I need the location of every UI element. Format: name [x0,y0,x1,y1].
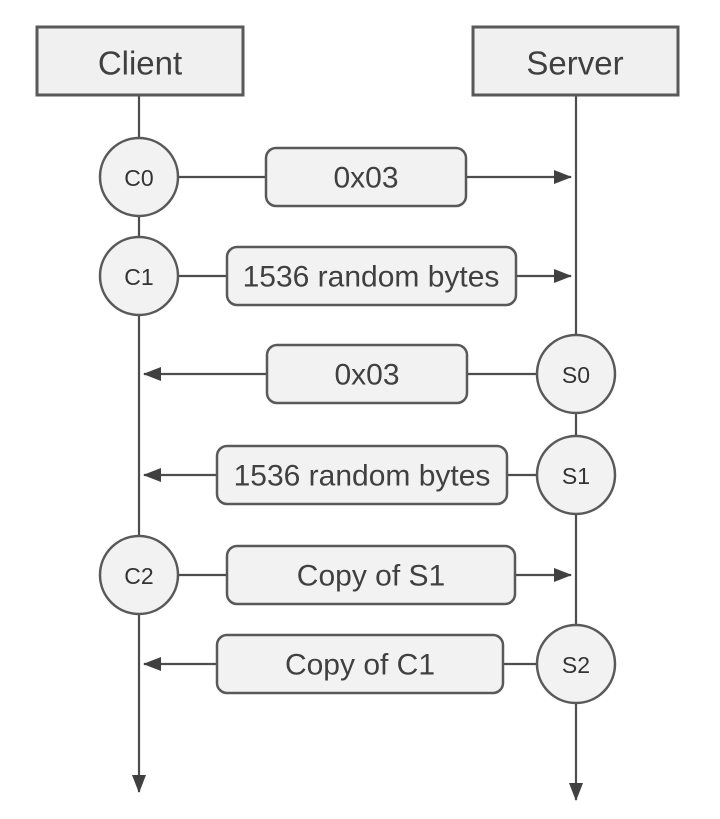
message-row: 1536 random bytes [143,444,538,506]
state-circle-c0: C0 [98,136,180,218]
state-label: S2 [562,652,590,678]
message-label: Copy of S1 [297,560,445,593]
actor-box-server [471,25,680,97]
message-box [225,245,518,307]
actor-box-client [35,25,245,97]
message-row: 0x03 [178,146,572,208]
message-row: Copy of C1 [143,633,538,695]
state-label: C1 [124,264,153,290]
message-label: 0x03 [333,162,398,195]
state-circle-s0: S0 [535,333,617,415]
state-label: C0 [124,165,153,191]
state-circle-s1: S1 [535,434,617,516]
state-label: S0 [562,362,590,388]
state-circle-shape [535,623,617,705]
state-circle-shape [535,333,617,415]
state-circle-c2: C2 [98,534,180,616]
message-row: 0x03 [143,343,538,405]
message-label: 0x03 [334,359,399,392]
state-label: S1 [562,463,590,489]
message-box [215,444,509,506]
state-circle-shape [535,434,617,516]
state-circle-shape [98,534,180,616]
state-circle-s2: S2 [535,623,617,705]
state-circles: C0 C1 S0 S1 C2 S2 [98,136,617,705]
message-row: 1536 random bytes [178,245,572,307]
state-circle-c1: C1 [98,235,180,317]
message-box [225,544,517,606]
message-label: 1536 random bytes [243,261,500,294]
state-circle-shape [98,235,180,317]
message-box [264,146,468,208]
message-label: 1536 random bytes [234,460,491,493]
actor-label-client: Client [98,45,182,82]
actor-label-server: Server [526,45,623,82]
message-box [215,633,505,695]
message-box [265,343,469,405]
message-row: Copy of S1 [178,544,572,606]
state-label: C2 [124,563,153,589]
message-label: Copy of C1 [285,649,435,682]
state-circle-shape [98,136,180,218]
actor-client: Client [35,25,245,97]
actor-server: Server [471,25,680,97]
